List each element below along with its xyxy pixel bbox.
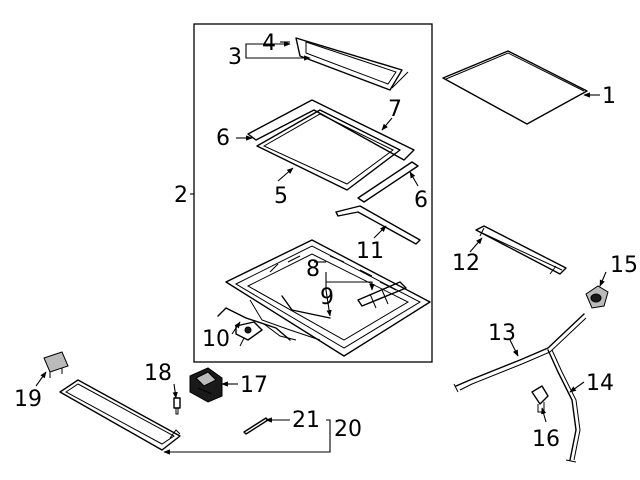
callout-6-left: 6 — [216, 126, 230, 151]
leader-lines — [35, 41, 607, 455]
assembly-box — [193, 23, 433, 363]
callout-13: 13 — [488, 321, 516, 346]
rear-drain-hose-part[interactable] — [547, 349, 581, 463]
wind-deflector-part[interactable] — [295, 37, 409, 91]
callout-19: 19 — [14, 387, 42, 412]
callout-14: 14 — [586, 371, 614, 396]
callout-9: 9 — [320, 285, 334, 310]
roof-panel-part[interactable] — [442, 50, 588, 125]
callout-5: 5 — [274, 184, 288, 209]
frame-seal-part[interactable] — [247, 99, 415, 161]
callout-21: 21 — [292, 408, 320, 433]
drain-fitting-part[interactable] — [585, 285, 609, 309]
callout-8: 8 — [306, 257, 320, 282]
screw-part[interactable] — [173, 397, 181, 415]
callout-11: 11 — [356, 239, 384, 264]
callout-12: 12 — [452, 251, 480, 276]
callout-2: 2 — [174, 183, 188, 208]
callout-16: 16 — [532, 427, 560, 452]
clip-part[interactable] — [43, 351, 69, 378]
callout-6-right: 6 — [414, 188, 428, 213]
grommet-part[interactable] — [531, 385, 549, 413]
sunroof-frame-part[interactable] — [225, 239, 431, 357]
callout-3: 3 — [228, 45, 242, 70]
callout-18: 18 — [144, 361, 172, 386]
callout-1: 1 — [602, 84, 616, 109]
callout-15: 15 — [610, 253, 638, 278]
glass-panel-part[interactable] — [256, 109, 401, 191]
side-seal-part[interactable] — [357, 161, 419, 203]
motor-part[interactable] — [217, 307, 291, 347]
rear-bracket-part[interactable] — [475, 225, 567, 275]
callout-17: 17 — [240, 373, 268, 398]
callout-10: 10 — [202, 327, 230, 352]
guide-rail-part[interactable] — [335, 205, 421, 245]
callout-4: 4 — [262, 31, 276, 56]
callout-20: 20 — [334, 417, 362, 442]
front-drain-hose-part[interactable] — [453, 313, 587, 393]
sunroof-switch-part[interactable] — [189, 367, 223, 403]
sunshade-rod-part[interactable] — [243, 417, 269, 435]
callout-7: 7 — [388, 97, 402, 122]
sunshade-part[interactable] — [59, 379, 181, 451]
